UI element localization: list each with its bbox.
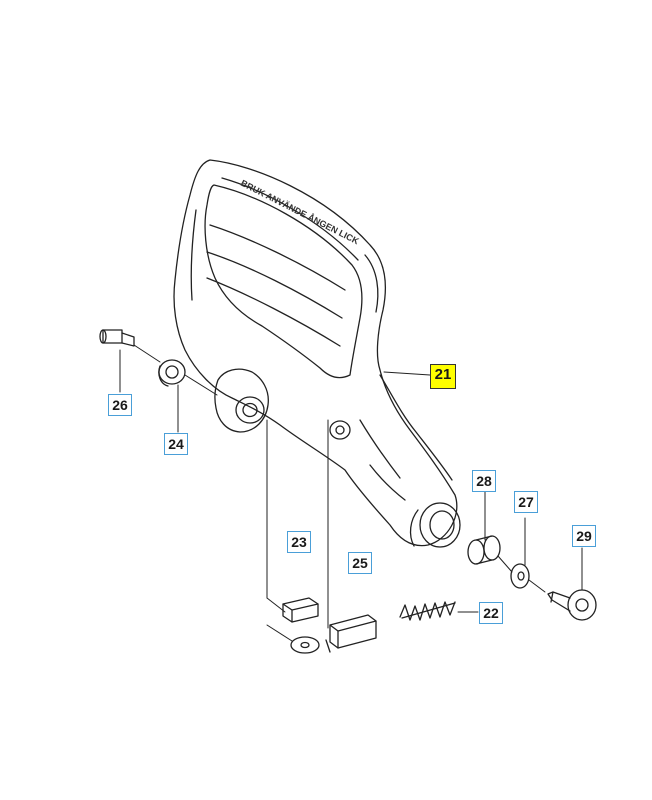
callout-23[interactable]: 23 [287, 531, 311, 553]
washer-part-27 [510, 563, 530, 589]
handle-embossed-text: BRUK ANVÄNDE ÅNGEN LICK [239, 178, 361, 247]
front-handle-part [173, 159, 461, 548]
leader-lines [119, 344, 583, 642]
washer-part-23b [290, 636, 320, 654]
callout-27[interactable]: 27 [514, 491, 538, 513]
sleeve-part-24 [158, 359, 186, 387]
callout-26[interactable]: 26 [108, 394, 132, 416]
callout-22[interactable]: 22 [479, 602, 503, 624]
screw-part-29 [547, 589, 597, 621]
callout-29[interactable]: 29 [572, 525, 596, 547]
callout-28[interactable]: 28 [472, 470, 496, 492]
spring-part-22 [399, 601, 456, 621]
spring-holder-part-23 [282, 597, 319, 623]
bolt-part-26 [99, 329, 135, 347]
block-part-25 [325, 614, 377, 653]
callout-24[interactable]: 24 [164, 433, 188, 455]
callout-21[interactable]: 21 [430, 364, 456, 389]
bushing-part-28 [467, 535, 501, 565]
callout-25[interactable]: 25 [348, 552, 372, 574]
